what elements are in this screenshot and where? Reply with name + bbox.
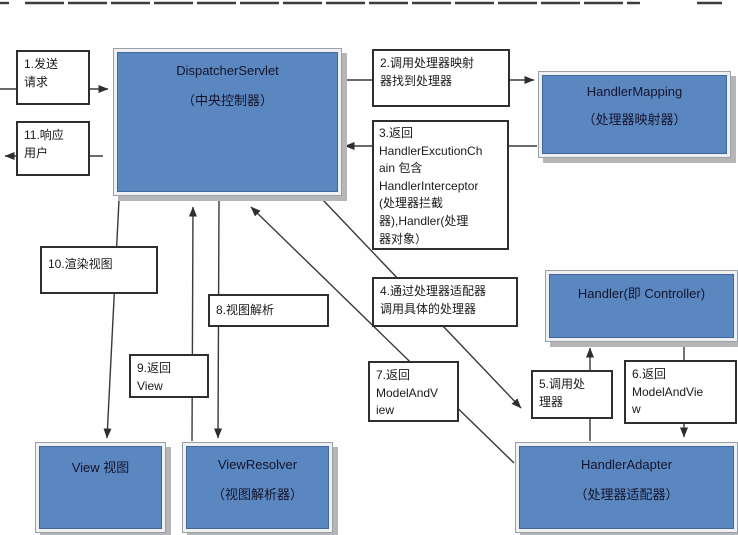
step-11-respond-user: 11.响应 用户 — [16, 121, 90, 176]
arrow-dispatcher-to-view — [103, 199, 120, 439]
step-1-send-request: 1.发送 请求 — [16, 50, 90, 105]
node-handler-adapter: HandlerAdapter （处理器适配器） — [515, 442, 738, 533]
node-subtitle: （处理器适配器） — [574, 487, 679, 502]
step-2-call-handlermapping: 2.调用处理器映射 器找到处理器 — [372, 49, 510, 107]
node-title: View 视图 — [71, 460, 130, 475]
step-4-call-via-adapter: 4.通过处理器适配器 调用具体的处理器 — [372, 277, 518, 327]
arrow-handleradapter-to-dispatcher — [250, 206, 515, 464]
node-subtitle: （中央控制器） — [181, 93, 273, 108]
step-6-return-modelandview: 6.返回 ModelAndVie w — [624, 360, 737, 424]
node-subtitle: （处理器映射器） — [582, 112, 687, 127]
arrow-viewresolver-to-dispatcher — [188, 206, 197, 442]
node-title: ViewResolver — [217, 457, 298, 472]
step-9-return-view: 9.返回 View — [129, 354, 209, 398]
node-title: DispatcherServlet — [176, 63, 279, 78]
node-view: View 视图 — [35, 442, 166, 533]
node-subtitle: （视图解析器） — [211, 487, 303, 502]
node-view-resolver: ViewResolver （视图解析器） — [182, 442, 333, 533]
node-title: Handler(即 Controller) — [577, 286, 706, 301]
step-10-render-view: 10.渲染视图 — [40, 246, 158, 294]
node-dispatcher-servlet: DispatcherServlet （中央控制器） — [113, 48, 342, 196]
step-3-return-executionchain: 3.返回 HandlerExcutionCh ain 包含 HandlerInt… — [372, 120, 509, 250]
step-7-return-modelandview: 7.返回 ModelAndV iew — [368, 361, 459, 422]
node-title: HandlerMapping — [586, 84, 683, 99]
step-5-call-handler: 5.调用处 理器 — [531, 370, 613, 419]
node-handler-mapping: HandlerMapping （处理器映射器） — [538, 71, 731, 158]
node-handler: Handler(即 Controller) — [545, 270, 738, 342]
node-title: HandlerAdapter — [580, 457, 673, 472]
step-8-resolve-view: 8.视图解析 — [208, 294, 329, 327]
